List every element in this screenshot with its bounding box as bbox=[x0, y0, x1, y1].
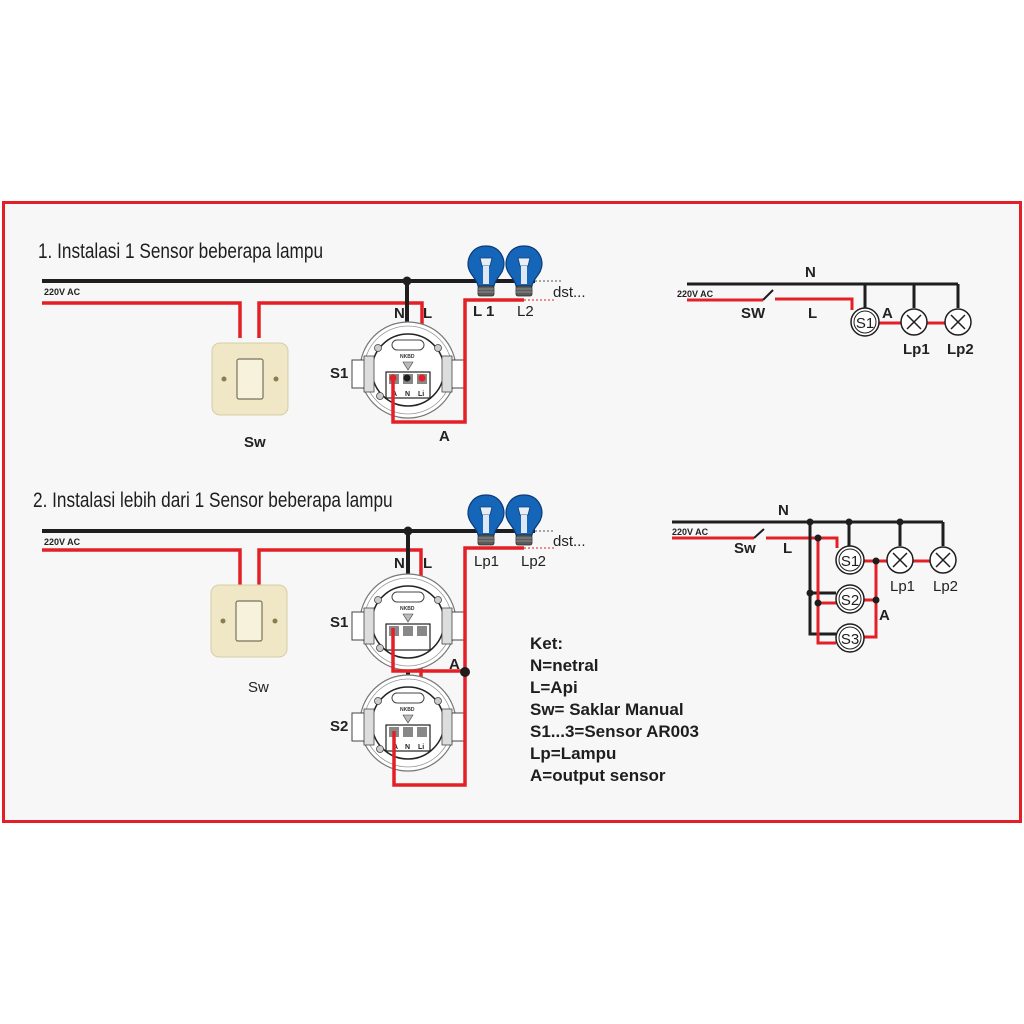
s1-sch-sensor-s1: S1 bbox=[850, 307, 880, 337]
s1-switch-label: Sw bbox=[244, 434, 266, 451]
s1-continuation: dst... bbox=[553, 284, 586, 301]
legend-item-saklar: Sw= Saklar Manual bbox=[530, 700, 684, 719]
s2-sch-output-label: A bbox=[879, 607, 890, 624]
s2-sch-switch-contact bbox=[753, 528, 765, 539]
s1-terminal-li-screw bbox=[418, 374, 426, 382]
s1-bulb-1 bbox=[467, 245, 505, 297]
legend-item-output: A=output sensor bbox=[530, 766, 666, 785]
s2-sch-sensor1-label: S1 bbox=[841, 553, 859, 570]
s2-sch-lamp1 bbox=[886, 546, 914, 574]
s1-sch-switch-label: SW bbox=[741, 305, 766, 322]
s2-sch-sensor3-label: S3 bbox=[841, 631, 859, 648]
s2-junction-dot bbox=[403, 526, 413, 536]
s2-live-label: L bbox=[423, 555, 432, 572]
s1-sensor-brand: NKBD bbox=[400, 354, 415, 360]
s1-motion-sensor bbox=[351, 321, 465, 419]
s1-sch-lamp2 bbox=[944, 308, 972, 336]
s1-output-wire bbox=[391, 298, 524, 424]
s1-neutral-label: N bbox=[394, 305, 405, 322]
s2-sch-lamp2 bbox=[929, 546, 957, 574]
s2-sch-sensor2-label: S2 bbox=[841, 592, 859, 609]
s1-sch-live-label: L bbox=[808, 305, 817, 322]
s2-sch-dot-5 bbox=[806, 589, 814, 597]
s2-supply-live-wire bbox=[42, 548, 242, 585]
s2-switch-label: Sw bbox=[248, 679, 269, 696]
s2-sch-switch-label: Sw bbox=[734, 540, 756, 557]
s1-sensor-label: S1 bbox=[330, 365, 348, 382]
s1-sch-lamp2-label: Lp2 bbox=[947, 341, 974, 358]
s1-sch-sensor-label: S1 bbox=[856, 315, 874, 332]
s2-sch-sensor-s3: S3 bbox=[835, 623, 865, 653]
s2-sch-lamp1-label: Lp1 bbox=[890, 578, 915, 595]
s1-sch-lamp1-label: Lp1 bbox=[903, 341, 930, 358]
s2-lamp2-label: Lp2 bbox=[521, 553, 546, 570]
legend-heading: Ket: bbox=[530, 634, 563, 653]
s2-continuation: dst... bbox=[553, 533, 586, 550]
legend: Ket: N=netral L=Api Sw= Saklar Manual S1… bbox=[530, 634, 699, 785]
s1-sch-neutral-label: N bbox=[805, 264, 816, 281]
section2-title: 2. Instalasi lebih dari 1 Sensor beberap… bbox=[33, 490, 393, 513]
s2-sch-sensor-s1: S1 bbox=[835, 545, 865, 575]
s2-sch-dot-1 bbox=[806, 518, 814, 526]
s2-output-label: A bbox=[449, 656, 460, 673]
s2-sch-dot-7 bbox=[872, 557, 880, 565]
s1-sch-live-out bbox=[775, 297, 854, 310]
legend-item-api: L=Api bbox=[530, 678, 578, 697]
s2-sch-neutral-bus bbox=[808, 522, 836, 636]
legend-item-lampu: Lp=Lampu bbox=[530, 744, 616, 763]
s1-lamp1-label: L 1 bbox=[473, 303, 494, 320]
s2-sensor1-label: S1 bbox=[330, 614, 348, 631]
s2-sch-supply-label: 220V AC bbox=[672, 527, 709, 537]
s2-bulb-2 bbox=[505, 494, 543, 546]
s1-live-label: L bbox=[423, 305, 432, 322]
s1-output-label: A bbox=[439, 428, 450, 445]
s1-bulb-2 bbox=[505, 245, 543, 297]
s2-sch-sensor-s2: S2 bbox=[835, 584, 865, 614]
s2-motion-sensor-2 bbox=[351, 674, 465, 772]
s2-sch-live-label: L bbox=[783, 540, 792, 557]
s1-terminal-n: N bbox=[405, 391, 410, 398]
s2-motion-sensor-1 bbox=[351, 573, 465, 671]
legend-item-sensor: S1...3=Sensor AR003 bbox=[530, 722, 699, 741]
s2-output-junction bbox=[460, 667, 470, 677]
s2-lamp1-label: Lp1 bbox=[474, 553, 499, 570]
s2-sensor1-output-wire bbox=[391, 628, 465, 673]
s1-wall-switch bbox=[211, 342, 289, 416]
s1-sch-lamp1 bbox=[900, 308, 928, 336]
s2-sch-lamp2-label: Lp2 bbox=[933, 578, 958, 595]
s2-output-bus-wire bbox=[392, 546, 524, 787]
s2-sch-dot-8 bbox=[872, 596, 880, 604]
s2-sch-neutral-label: N bbox=[778, 502, 789, 519]
section1-title: 1. Instalasi 1 Sensor beberapa lampu bbox=[38, 241, 323, 264]
s2-bulb-1 bbox=[467, 494, 505, 546]
legend-item-netral: N=netral bbox=[530, 656, 599, 675]
s1-supply-label: 220V AC bbox=[44, 287, 81, 297]
s1-terminal-n-screw bbox=[403, 374, 411, 382]
s2-supply-label: 220V AC bbox=[44, 537, 81, 547]
s2-terminal-n: N bbox=[405, 744, 410, 751]
s2-sensor2-brand: NKBD bbox=[400, 707, 415, 713]
s2-sensor2-label: S2 bbox=[330, 718, 348, 735]
s1-sch-switch-contact bbox=[762, 289, 774, 301]
s2-sch-live-bus bbox=[816, 538, 836, 645]
s2-terminal-li: Li bbox=[418, 744, 424, 751]
s2-sch-live-out bbox=[766, 536, 839, 548]
s2-sch-dot-6 bbox=[814, 599, 822, 607]
s1-supply-live-wire bbox=[42, 301, 242, 338]
s2-wall-switch bbox=[210, 584, 288, 658]
s2-sch-dot-4 bbox=[814, 534, 822, 542]
s2-sensor1-brand: NKBD bbox=[400, 606, 415, 612]
s1-sch-output-label: A bbox=[882, 305, 893, 322]
s1-sch-supply-label: 220V AC bbox=[677, 289, 714, 299]
s2-neutral-label: N bbox=[394, 555, 405, 572]
s1-lamp2-label: L2 bbox=[517, 303, 534, 320]
s1-junction-dot bbox=[402, 276, 412, 286]
s1-terminal-li: Li bbox=[418, 391, 424, 398]
